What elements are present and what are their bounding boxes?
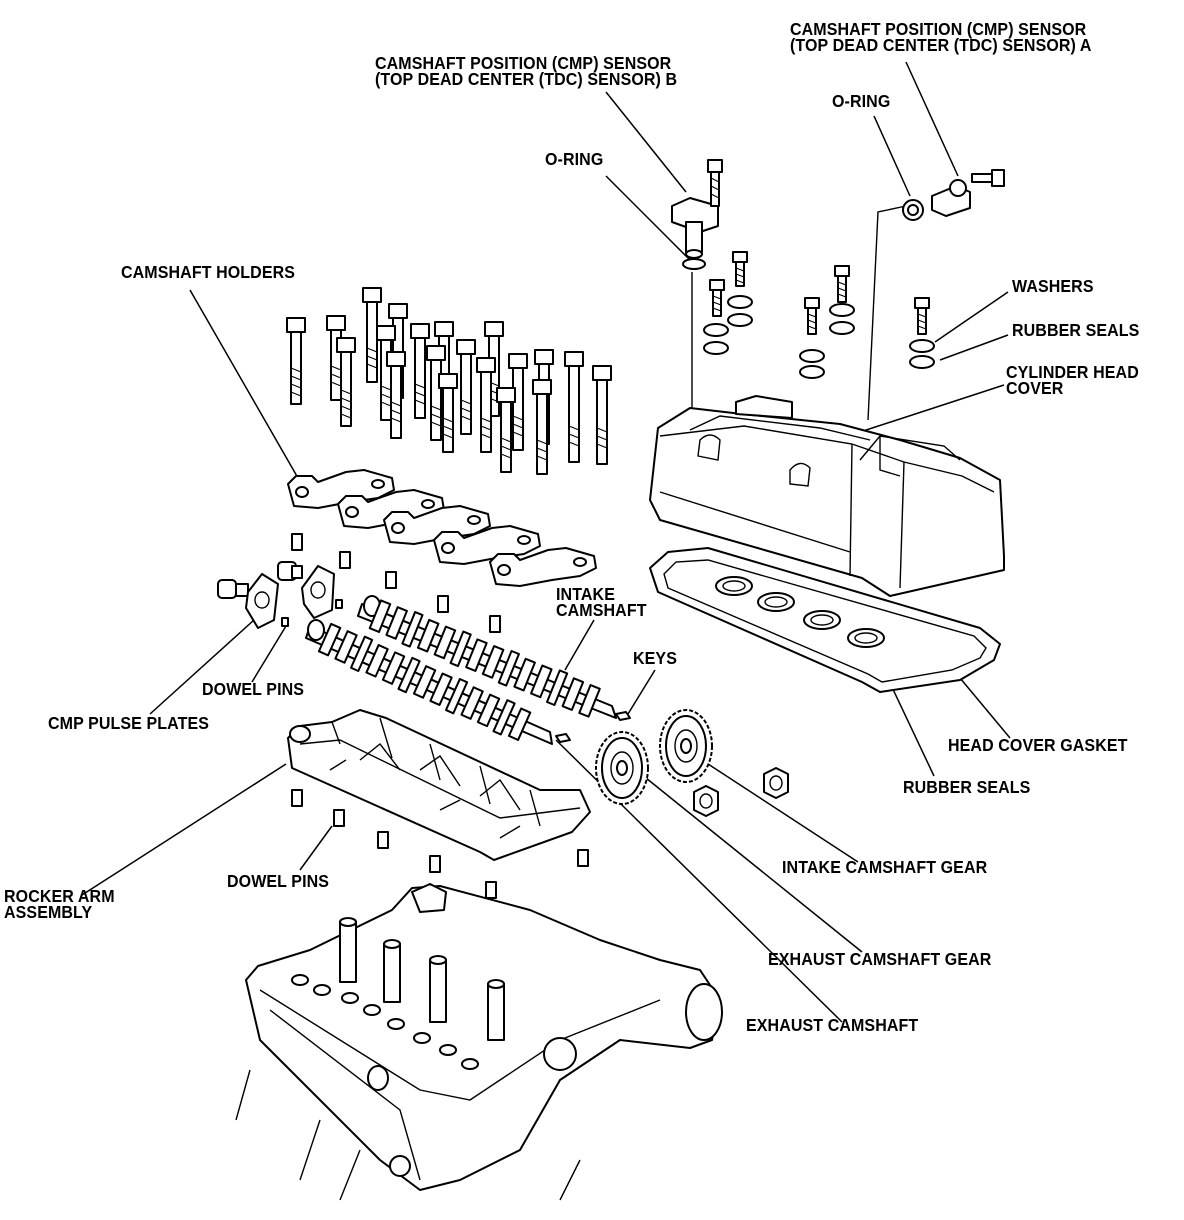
label-o-ring-a: O-RING [832, 92, 891, 112]
label-keys: KEYS [633, 649, 677, 669]
label-o-ring-b: O-RING [545, 150, 604, 170]
label-dowel-pins-lower: DOWEL PINS [227, 872, 330, 892]
head-cover-gasket [649, 547, 1001, 693]
intake-camshaft [357, 595, 617, 719]
cylinder-head-cover [649, 395, 1005, 597]
label-washers: WASHERS [1012, 277, 1094, 297]
label-head-cover-gasket: HEAD COVER GASKET [948, 736, 1128, 756]
label-exhaust-camshaft: EXHAUST CAMSHAFT [746, 1016, 919, 1036]
rocker-arm-assembly [287, 709, 591, 861]
label-cmp-sensor-b: CAMSHAFT POSITION (CMP) SENSOR (TOP DEAD… [375, 54, 678, 90]
cmp-pulse-plates [217, 561, 343, 629]
label-intake-camshaft-gear: INTAKE CAMSHAFT GEAR [782, 858, 988, 878]
camshaft-holder-bolts [286, 287, 612, 475]
label-dowel-pins-upper: DOWEL PINS [202, 680, 305, 700]
cover-bolts [703, 251, 935, 379]
valve-stems [339, 917, 505, 1041]
cylinder-head [235, 883, 723, 1201]
label-rocker-arm-assembly: ROCKER ARM ASSEMBLY [4, 887, 115, 923]
label-cmp-sensor-a: CAMSHAFT POSITION (CMP) SENSOR (TOP DEAD… [790, 20, 1092, 56]
label-intake-camshaft: INTAKE CAMSHAFT [556, 585, 647, 621]
label-rubber-seals-top: RUBBER SEALS [1012, 321, 1140, 341]
label-camshaft-holders: CAMSHAFT HOLDERS [121, 263, 296, 283]
label-cylinder-head-cover: CYLINDER HEAD COVER [1006, 363, 1139, 399]
cmp-sensor-b [671, 159, 723, 270]
label-cmp-pulse-plates: CMP PULSE PLATES [48, 714, 210, 734]
camshaft-gears [595, 709, 789, 817]
dowel-pins [291, 533, 589, 899]
label-exhaust-camshaft-gear: EXHAUST CAMSHAFT GEAR [768, 950, 992, 970]
camshaft-holders [287, 469, 597, 587]
exhaust-camshaft [305, 619, 631, 745]
label-rubber-seals-bottom: RUBBER SEALS [903, 778, 1031, 798]
cmp-sensor-a [902, 169, 1005, 221]
